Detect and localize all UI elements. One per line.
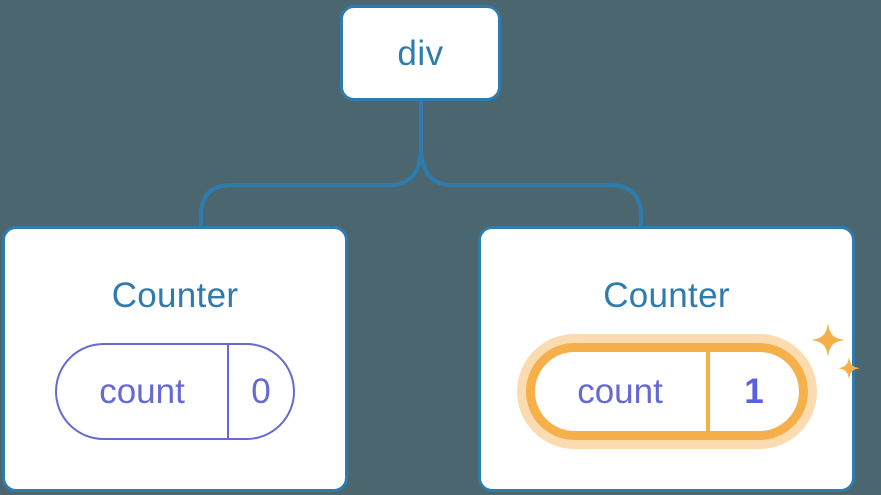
- connector-branch-right: [419, 145, 643, 226]
- state-value-label: 0: [251, 372, 271, 411]
- node-root-div[interactable]: div: [340, 5, 501, 101]
- state-value-label: 1: [744, 372, 764, 411]
- state-key-label: count: [535, 352, 710, 431]
- counter-right-state-wrap: count 1: [525, 323, 860, 440]
- counter-right-title: Counter: [603, 276, 730, 315]
- node-root-label: div: [397, 33, 444, 73]
- sparkle-large-icon: [810, 323, 845, 357]
- counter-left-state-wrap: count 0: [55, 343, 295, 440]
- node-counter-left[interactable]: Counter count 0: [2, 226, 348, 492]
- state-pill-count-0[interactable]: count 0: [55, 343, 295, 440]
- state-pill-count-1-highlighted[interactable]: count 1: [525, 343, 808, 440]
- node-counter-right[interactable]: Counter count 1: [478, 226, 860, 492]
- connector-branch-left: [199, 145, 423, 226]
- state-key-label: count: [57, 345, 229, 438]
- counter-left-title: Counter: [111, 276, 239, 315]
